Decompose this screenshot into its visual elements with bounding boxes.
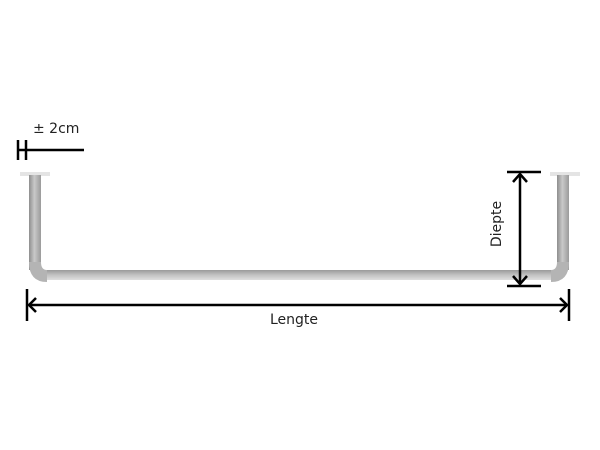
left-mount xyxy=(20,172,50,176)
depth-dimension xyxy=(507,170,541,288)
right-leg xyxy=(557,175,569,270)
rod xyxy=(20,172,580,282)
bottom-bar xyxy=(45,270,553,280)
left-bend xyxy=(29,262,47,282)
length-label: Lengte xyxy=(270,312,319,328)
right-bend xyxy=(551,262,569,282)
right-mount xyxy=(550,172,580,176)
tolerance-label: ± 2cm xyxy=(33,121,80,137)
left-leg xyxy=(29,175,41,270)
depth-label: Diepte xyxy=(489,200,506,248)
length-dimension xyxy=(25,289,571,321)
tolerance-marker xyxy=(16,140,84,160)
